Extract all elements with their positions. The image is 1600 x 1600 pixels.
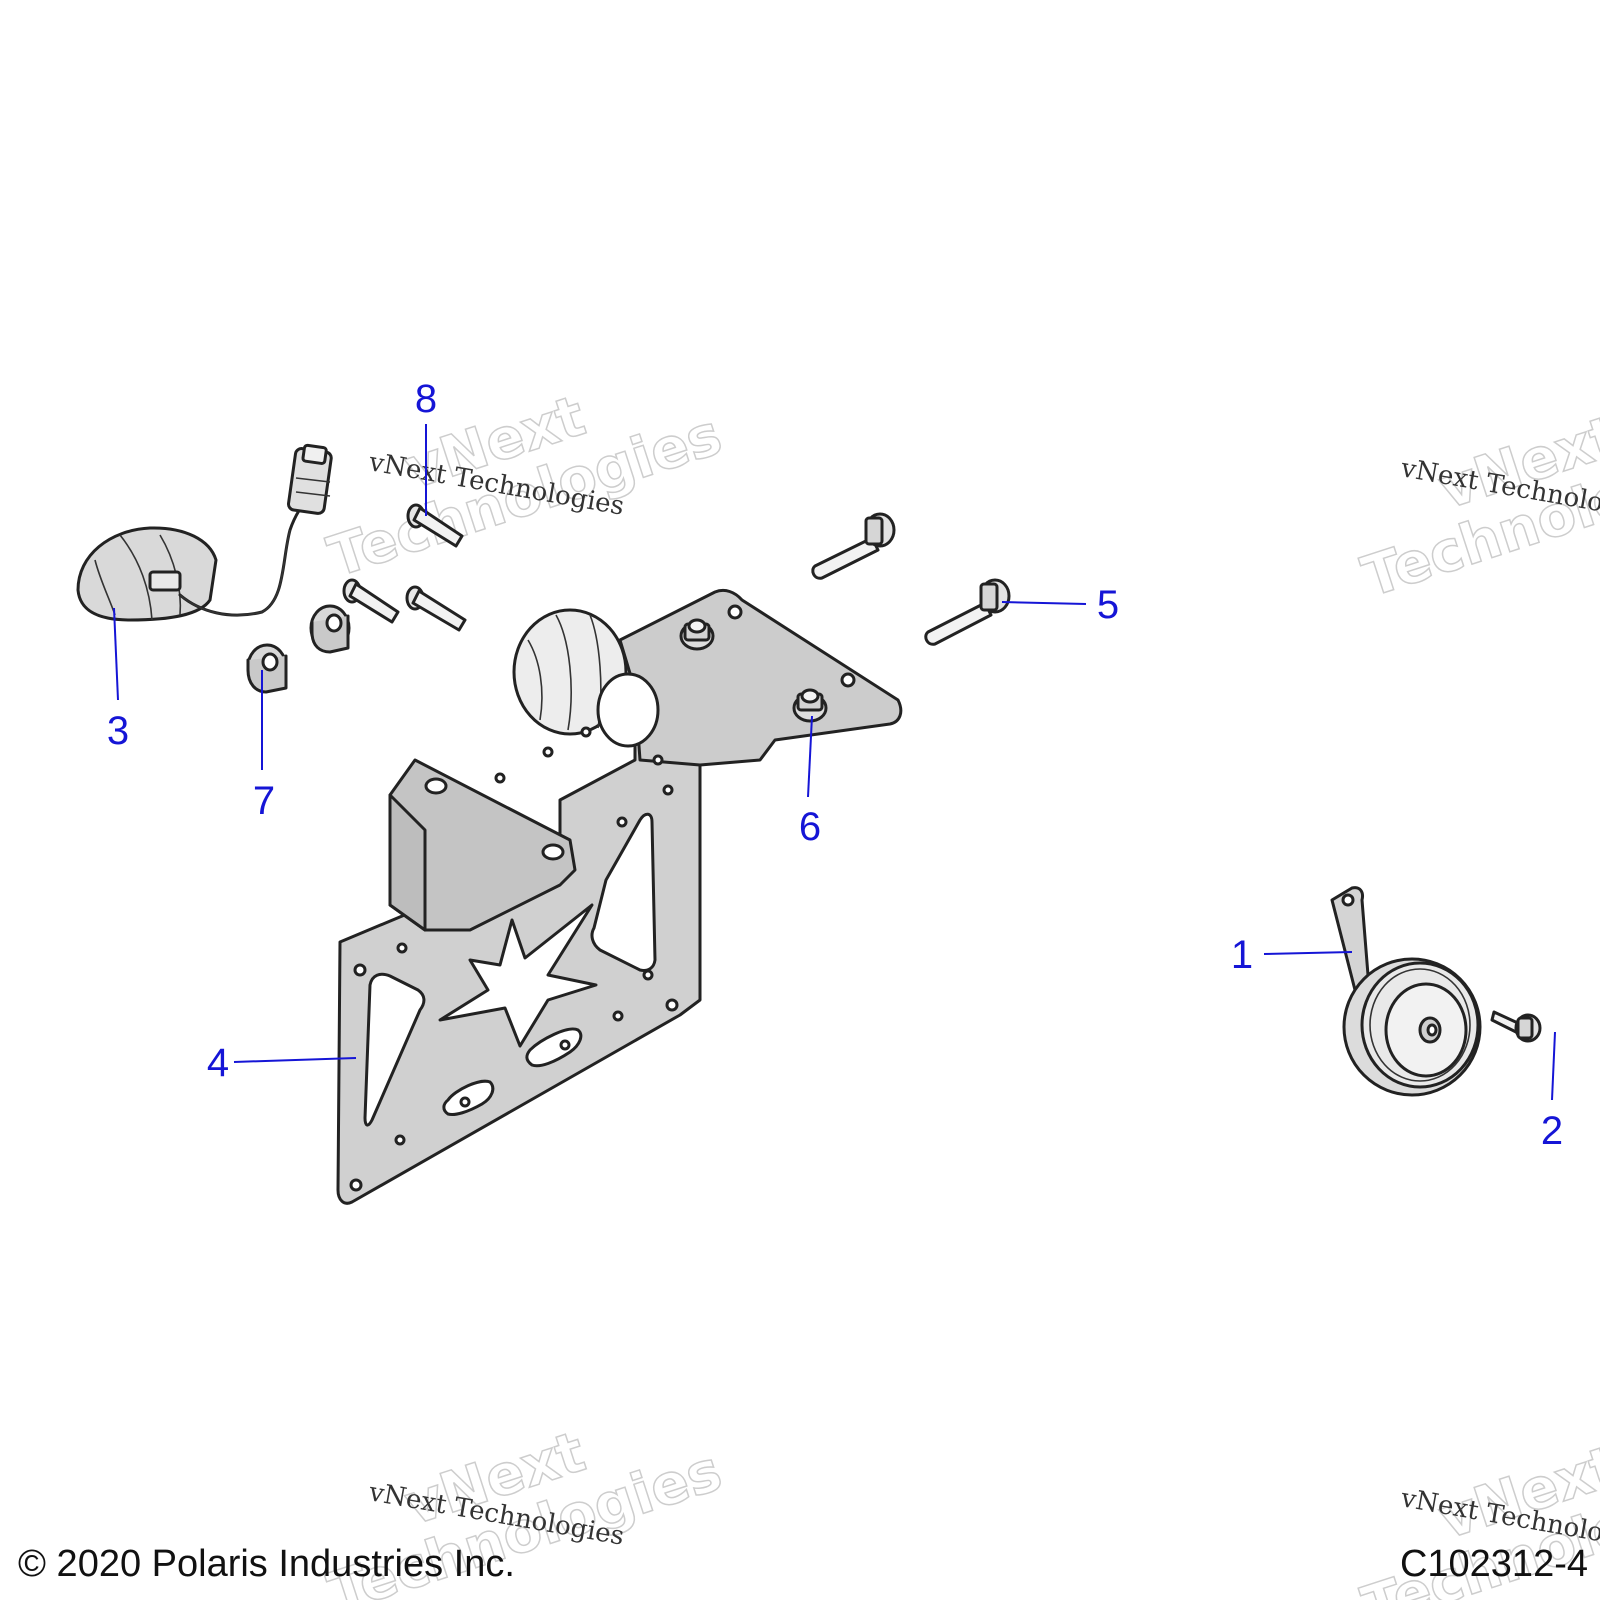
horn-screw bbox=[1490, 1010, 1542, 1043]
callout-4: 4 bbox=[207, 1041, 229, 1085]
license-plate-light bbox=[76, 443, 333, 622]
copyright-text: © 2020 Polaris Industries Inc. bbox=[18, 1543, 515, 1585]
flange-nut-upper bbox=[679, 618, 715, 651]
spacer-front bbox=[246, 643, 288, 694]
callout-5: 5 bbox=[1097, 583, 1119, 627]
callout-labels: 1 2 3 4 5 6 7 8 bbox=[107, 377, 1563, 1153]
callout-2: 2 bbox=[1541, 1109, 1563, 1153]
callout-1: 1 bbox=[1231, 933, 1253, 977]
watermark-top-center: vNext Technologies vNext Technologies bbox=[320, 383, 730, 591]
watermark-top-right: vNext Technolo vNext Technolo bbox=[1354, 403, 1600, 611]
callout-7: 7 bbox=[253, 779, 275, 823]
figure-code: C102312-4 bbox=[1400, 1543, 1588, 1585]
screw-small-c bbox=[405, 585, 467, 632]
watermark-bottom-right: vNext Technolo vNext Technolo bbox=[1354, 1433, 1600, 1600]
license-plate-bracket bbox=[336, 588, 903, 1205]
screw-small-b bbox=[342, 578, 400, 624]
leader-lines bbox=[113, 424, 1556, 1101]
callout-6: 6 bbox=[799, 805, 821, 849]
bolt-upper bbox=[811, 512, 896, 580]
callout-8: 8 bbox=[415, 377, 437, 421]
screw-small-a bbox=[406, 503, 464, 548]
bolt-lower bbox=[924, 578, 1011, 646]
spacer-rear bbox=[309, 604, 351, 654]
horn bbox=[1330, 886, 1482, 1097]
callout-3: 3 bbox=[107, 709, 129, 753]
flange-nut-lower bbox=[792, 688, 828, 723]
